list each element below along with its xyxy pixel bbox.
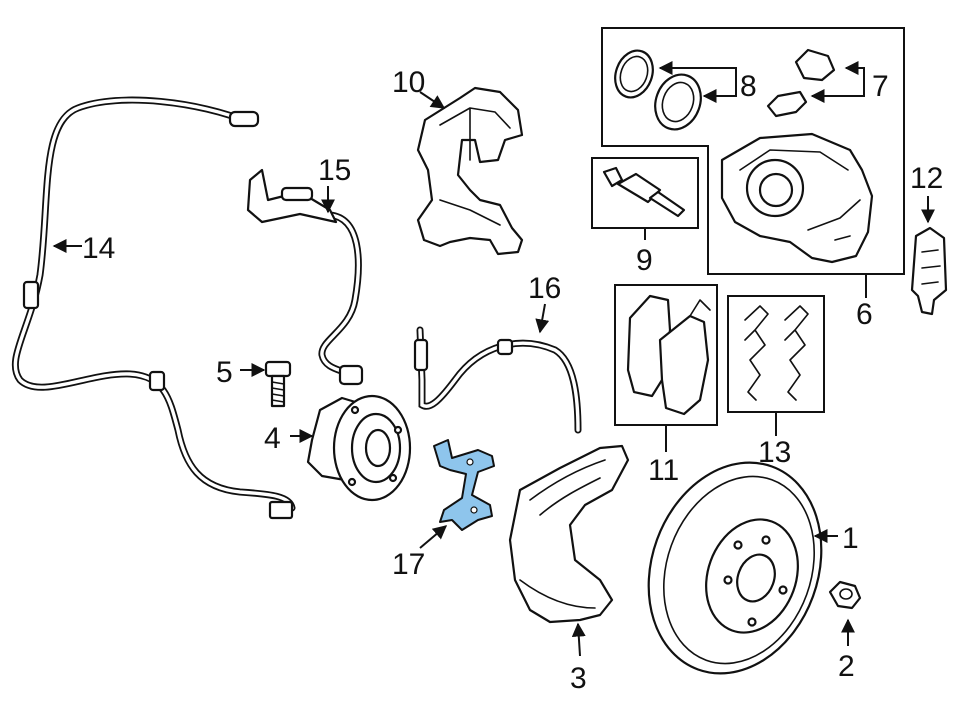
- part-1-brake-rotor[interactable]: [620, 438, 850, 698]
- part-12-anti-rattle-clip[interactable]: [910, 226, 948, 316]
- callout-4: 4: [264, 422, 281, 455]
- callout-labels: 1 2 3 4 5 6 7 8 9 10 11 12 13 14 15 16 1…: [82, 66, 943, 695]
- part-10-caliper-bracket[interactable]: [416, 86, 524, 256]
- part-5-bolt[interactable]: [264, 360, 292, 408]
- callout-15: 15: [318, 154, 351, 187]
- callout-2: 2: [838, 650, 855, 683]
- part-9-guide-pin-kit[interactable]: [591, 157, 699, 229]
- part-13-pad-clips[interactable]: [727, 295, 825, 413]
- callout-1: 1: [842, 522, 859, 555]
- part-4-hub-bearing[interactable]: [306, 394, 412, 502]
- callout-9: 9: [636, 244, 653, 277]
- part-17-hose-bracket[interactable]: [433, 439, 495, 531]
- callout-13: 13: [758, 436, 791, 469]
- callout-5: 5: [216, 356, 233, 389]
- callout-7: 7: [872, 70, 889, 103]
- callout-3: 3: [570, 662, 587, 695]
- part-3-splash-shield[interactable]: [508, 444, 630, 624]
- callout-16: 16: [528, 272, 561, 305]
- callout-14: 14: [82, 232, 115, 265]
- callout-11: 11: [648, 454, 679, 487]
- caliper-body[interactable]: [720, 132, 874, 264]
- callout-17: 17: [392, 548, 425, 581]
- part-16-brake-hose[interactable]: [413, 326, 582, 434]
- part-8-seal-kit[interactable]: [609, 45, 708, 136]
- callout-8: 8: [740, 70, 757, 103]
- leader-lines: [52, 61, 935, 657]
- part-14-sensor-cable[interactable]: [11, 96, 296, 520]
- part-7-bleeder-valve[interactable]: [766, 48, 836, 118]
- part-2-screw[interactable]: [828, 580, 862, 610]
- part-6-caliper-group[interactable]: [601, 27, 905, 275]
- callout-12: 12: [910, 162, 943, 195]
- part-11-brake-pads[interactable]: [614, 284, 718, 426]
- callout-6: 6: [856, 298, 873, 331]
- callout-10: 10: [392, 66, 425, 99]
- part-15-wheel-speed-sensor[interactable]: [246, 168, 364, 386]
